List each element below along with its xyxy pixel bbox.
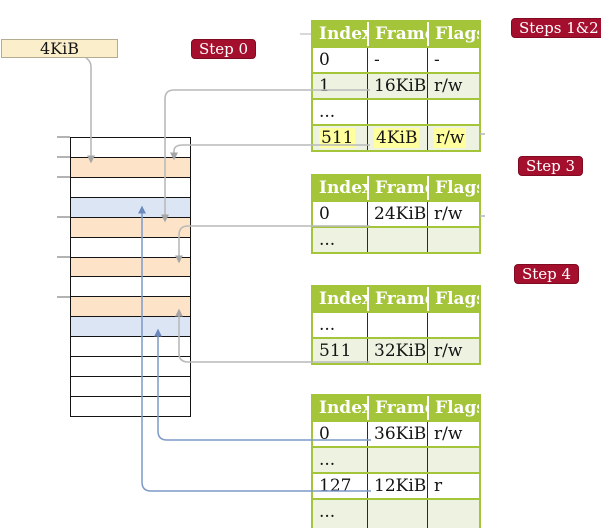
cell-index: 511 <box>319 341 352 361</box>
cell-flags: r/w <box>427 202 479 226</box>
col-header-index: Index <box>319 398 367 418</box>
cell-index: 0 <box>319 50 330 70</box>
highlighted-value: 4KiB <box>374 128 420 148</box>
memory-row-page-table <box>71 297 190 318</box>
memory-row-page-table <box>71 257 190 278</box>
cell-index: 511 <box>313 126 367 150</box>
cell-flags <box>427 313 479 337</box>
cell-frame <box>367 228 427 252</box>
table-header-row: Index Frame Flags <box>313 176 479 200</box>
table-row: 127 12KiB r <box>313 472 479 498</box>
table-row: ... <box>313 498 479 528</box>
cell-frame: 36KiB <box>367 422 427 446</box>
highlighted-value: r/w <box>434 128 467 148</box>
cell-flags: r/w <box>427 74 479 98</box>
page-table-leaf: Index Frame Flags 0 36KiB r/w ... 127 12… <box>311 394 481 528</box>
col-header-flags: Flags <box>427 22 479 46</box>
frame-boundary-ticks <box>57 136 70 298</box>
cell-index: 0 <box>319 204 330 224</box>
table-row: 511 32KiB r/w <box>313 337 479 363</box>
cell-flags <box>427 100 479 124</box>
col-header-frame: Frame <box>367 176 427 200</box>
page-table-step-4: Index Frame Flags ... 511 32KiB r/w <box>311 285 481 365</box>
cell-flags: r/w <box>427 339 479 363</box>
cell-flags <box>427 228 479 252</box>
cell-frame: 12KiB <box>367 474 427 498</box>
col-header-flags: Flags <box>427 287 479 311</box>
cell-index: ... <box>319 450 336 470</box>
table-row: 0 36KiB r/w <box>313 420 479 446</box>
memory-row-page-table <box>71 157 190 178</box>
cell-frame: 24KiB <box>367 202 427 226</box>
table-row: 0 24KiB r/w <box>313 200 479 226</box>
table-row: ... <box>313 98 479 124</box>
table-row-highlighted: 511 4KiB r/w <box>313 124 479 150</box>
cell-frame: 32KiB <box>367 339 427 363</box>
table-row: ... <box>313 446 479 472</box>
col-header-frame: Frame <box>367 22 427 46</box>
col-header-frame: Frame <box>367 396 427 420</box>
cell-index: 0 <box>319 424 330 444</box>
cell-index: ... <box>319 102 336 122</box>
memory-row-page-table <box>71 217 190 238</box>
cell-frame <box>367 448 427 472</box>
cell-frame <box>367 100 427 124</box>
cell-index: 127 <box>319 476 352 496</box>
col-header-frame: Frame <box>367 287 427 311</box>
memory-row-free <box>71 138 190 158</box>
cell-frame <box>367 313 427 337</box>
cell-frame <box>367 500 427 528</box>
memory-row-free <box>71 377 190 397</box>
badge-step-3: Step 3 <box>518 156 584 176</box>
cell-index: ... <box>319 502 336 522</box>
col-header-flags: Flags <box>427 396 479 420</box>
table-header-row: Index Frame Flags <box>313 22 479 46</box>
cell-frame: - <box>367 48 427 72</box>
col-header-index: Index <box>319 289 367 309</box>
memory-row-free <box>71 357 190 378</box>
cell-flags <box>427 500 479 528</box>
memory-row-mapped-page <box>71 317 190 338</box>
memory-row-free <box>71 337 190 358</box>
col-header-flags: Flags <box>427 176 479 200</box>
memory-row-mapped-page <box>71 197 190 218</box>
badge-step-4: Step 4 <box>514 264 580 284</box>
page-table-steps-1-2: Index Frame Flags 0 - - 1 16KiB r/w ... … <box>311 20 481 152</box>
memory-row-free <box>71 237 190 258</box>
highlighted-value: 511 <box>319 128 356 148</box>
cell-frame: 16KiB <box>367 74 427 98</box>
cell-flags: r/w <box>427 126 479 150</box>
badge-steps-1-2: Steps 1&2 <box>511 18 601 38</box>
frame-address-label-box: 4KiB <box>1 39 118 58</box>
physical-memory-stack <box>70 137 191 417</box>
cell-index: ... <box>319 315 336 335</box>
cell-flags: r/w <box>427 422 479 446</box>
cell-index: 1 <box>319 76 330 96</box>
col-header-index: Index <box>319 178 367 198</box>
frame-address-label: 4KiB <box>39 39 79 58</box>
table-row: 1 16KiB r/w <box>313 72 479 98</box>
table-row: ... <box>313 226 479 252</box>
table-row: 0 - - <box>313 46 479 72</box>
cell-flags: - <box>427 48 479 72</box>
cell-flags: r <box>427 474 479 498</box>
page-table-step-3: Index Frame Flags 0 24KiB r/w ... <box>311 174 481 254</box>
memory-row-free <box>71 277 190 298</box>
cell-frame: 4KiB <box>367 126 427 150</box>
memory-row-free <box>71 177 190 198</box>
cell-flags <box>427 448 479 472</box>
col-header-index: Index <box>319 24 367 44</box>
cell-index: ... <box>319 230 336 250</box>
table-row: ... <box>313 311 479 337</box>
memory-row-free <box>71 396 190 416</box>
badge-step-0: Step 0 <box>191 39 257 59</box>
table-header-row: Index Frame Flags <box>313 396 479 420</box>
table-header-row: Index Frame Flags <box>313 287 479 311</box>
